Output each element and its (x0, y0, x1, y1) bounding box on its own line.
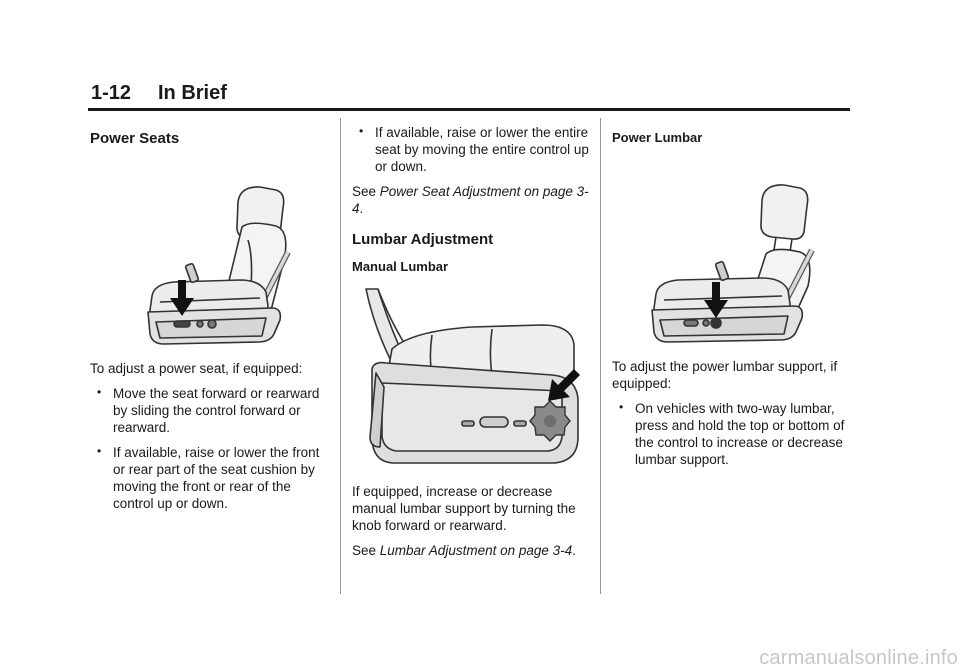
watermark: carmanualsonline.info (759, 647, 958, 669)
subheading-manual-lumbar: Manual Lumbar (352, 259, 449, 274)
power-seats-intro: To adjust a power seat, if equipped: (90, 361, 303, 376)
cross-reference-link[interactable]: Power Seat Adjustment on page 3-4 (352, 184, 589, 216)
list-item: • If available, raise or lower the entir… (359, 124, 589, 174)
list-item: • On vehicles with two-way lumbar, press… (619, 400, 845, 467)
bullet-icon: • (97, 444, 102, 458)
cross-reference-link[interactable]: Lumbar Adjustment on page 3-4 (379, 543, 573, 558)
bullet-icon: • (619, 400, 624, 414)
power-seat-illustration (147, 186, 291, 345)
section-title: In Brief (158, 82, 227, 104)
page-number: 1-12 (91, 82, 132, 104)
list-item: • If available, raise or lower the front… (97, 444, 320, 511)
power-seats-bullets: • Move the seat forward or rearward by s… (90, 385, 330, 512)
list-item: • Move the seat forward or rearward by s… (97, 385, 320, 435)
heading-power-seats: Power Seats (90, 130, 180, 147)
power-seats-bullets-continued: • If available, raise or lower the entir… (352, 124, 590, 175)
power-lumbar-illustration (651, 184, 815, 343)
heading-lumbar-adjustment: Lumbar Adjustment (352, 231, 494, 248)
column-lumbar-adjustment: • If available, raise or lower the entir… (352, 120, 590, 559)
power-lumbar-intro: To adjust the power lumbar support, if e… (612, 359, 838, 391)
power-lumbar-bullets: • On vehicles with two-way lumbar, press… (612, 400, 852, 468)
page-header: 1-12 In Brief (88, 82, 850, 111)
column-divider-1 (340, 118, 341, 594)
see-reference-power-seat: See Power Seat Adjustment on page 3-4. (352, 184, 589, 216)
manual-lumbar-paragraph: If equipped, increase or decrease manual… (352, 484, 576, 533)
column-divider-2 (600, 118, 601, 594)
manual-lumbar-illustration (365, 288, 580, 464)
column-power-lumbar: Power Lumbar To adjust (612, 120, 852, 468)
column-power-seats: Power Seats To a (90, 120, 330, 512)
bullet-icon: • (97, 385, 102, 399)
bullet-icon: • (359, 124, 364, 138)
see-reference-lumbar: See Lumbar Adjustment on page 3-4. (352, 543, 576, 558)
subheading-power-lumbar: Power Lumbar (612, 130, 703, 145)
